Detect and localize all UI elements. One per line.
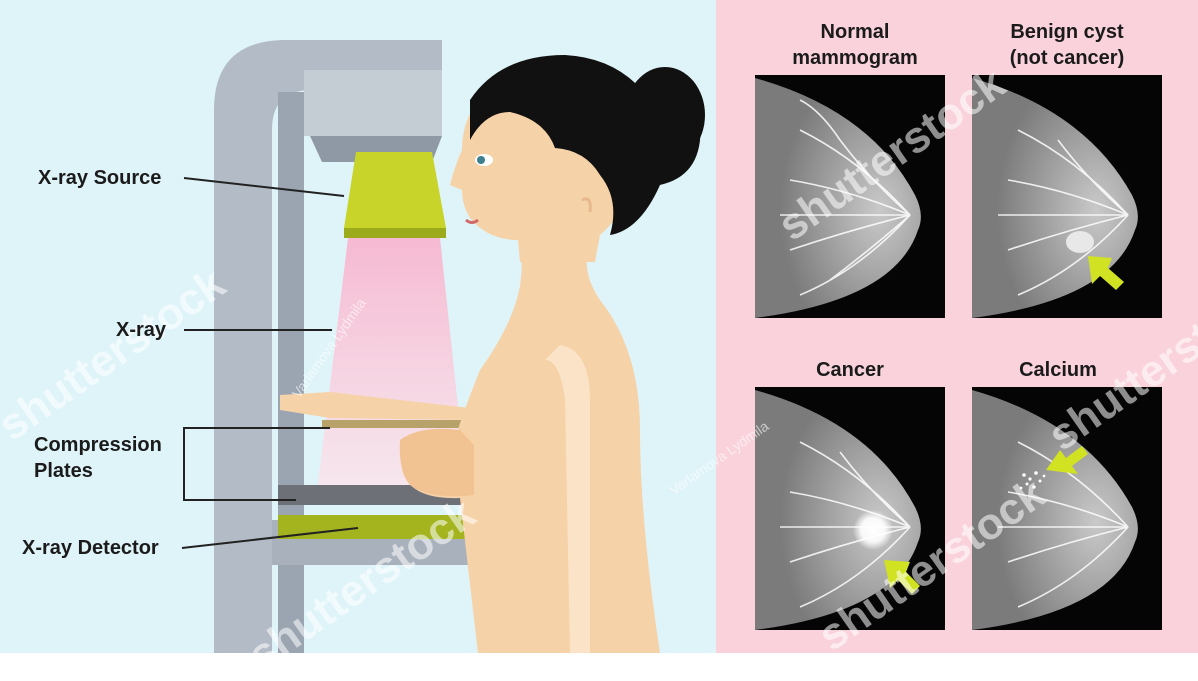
panel-title-line: Benign cyst	[967, 19, 1167, 45]
label-xray-detector: X-ray Detector	[22, 535, 159, 561]
label-compression-plates-line1: Compression	[34, 432, 162, 458]
cyst-marker	[1066, 231, 1094, 253]
panel-benign-cyst	[972, 75, 1162, 318]
label-compression-plates: Compression Plates	[34, 432, 162, 484]
panel-title-line: Calcium	[958, 357, 1158, 383]
xray-source	[344, 152, 446, 228]
panel-title-line: (not cancer)	[967, 45, 1167, 71]
label-compression-plates-line2: Plates	[34, 458, 162, 484]
upper-compression-plate	[322, 420, 474, 428]
panel-title-calcium: Calcium	[958, 357, 1158, 383]
panel-title-normal: Normal mammogram	[755, 19, 955, 71]
panel-title-cancer: Cancer	[750, 357, 950, 383]
panel-title-line: Cancer	[750, 357, 950, 383]
panel-title-line: Normal	[755, 19, 955, 45]
tumor-marker	[853, 510, 893, 550]
panel-title-line: mammogram	[755, 45, 955, 71]
label-xray-source: X-ray Source	[38, 165, 161, 191]
panel-title-benign-cyst: Benign cyst (not cancer)	[967, 19, 1167, 71]
label-xray: X-ray	[116, 317, 166, 343]
